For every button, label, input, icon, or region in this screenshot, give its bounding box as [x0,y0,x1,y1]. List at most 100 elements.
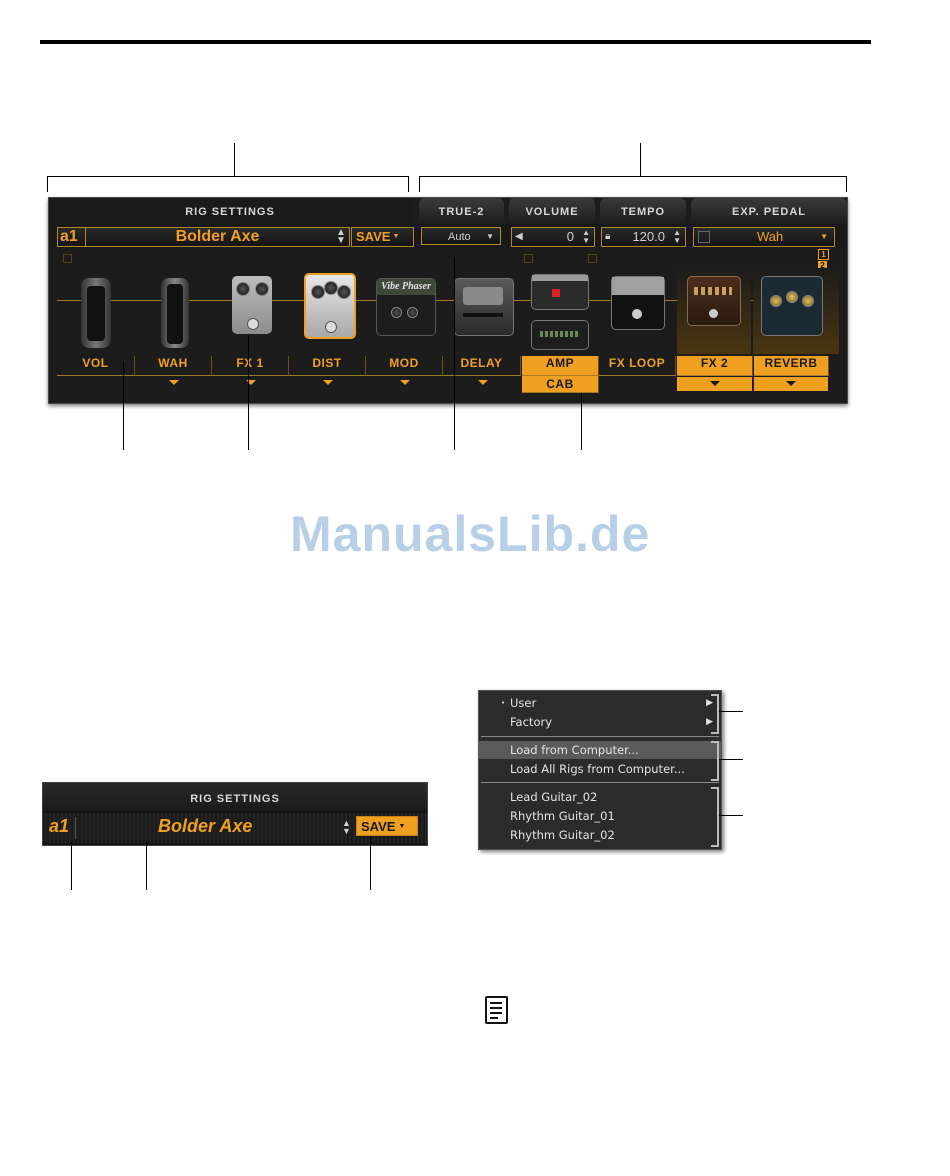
tab-tempo[interactable]: TEMPO [600,198,686,224]
slot-dist[interactable]: DIST [289,356,366,376]
chevron-down-icon [709,381,720,386]
rig-name-detail[interactable]: Bolder Axe [158,816,253,836]
slot-fx2[interactable]: FX 2 [677,356,753,376]
bypass-indicator[interactable] [63,254,72,263]
dist-pedal[interactable] [304,273,356,339]
delay-model-dropdown-icon[interactable] [478,380,488,385]
callout-line [370,836,371,890]
delay-slider [463,313,503,317]
volume-stepper-icon[interactable]: ▲▼ [582,228,590,245]
slot-fx-loop[interactable]: FX LOOP [599,356,676,376]
fx-loop-top [612,277,664,295]
pedal-2-indicator[interactable]: 2 [818,261,827,270]
rig-slot-detail[interactable]: a1 [49,816,70,836]
knob-icon [786,291,798,303]
note-icon [485,996,508,1024]
watermark: ManualsLib.de [290,506,651,562]
reverb-pedal[interactable] [761,276,823,336]
wah-pedal-footplate [167,284,183,344]
bracket-global-settings [419,176,847,177]
menu-item-rig[interactable]: Rhythm Guitar_02 [510,828,615,842]
slot-cab[interactable]: CAB [522,376,599,393]
callout-line [123,362,124,450]
amp-model[interactable] [531,274,589,310]
tempo-field[interactable]: 🔒︎ 120.0 ▲▼ [601,227,686,247]
menu-item-factory[interactable]: Factory▶ [479,713,721,731]
fx1-pedal[interactable] [232,276,272,334]
bracket [711,787,719,847]
rig-slot[interactable]: a1 [57,227,87,247]
bracket-rig-settings [47,176,409,177]
menu-item-label: User [510,696,537,710]
fx1-model-dropdown-icon[interactable] [246,380,256,385]
divider [75,817,76,839]
fx2-pedal[interactable] [687,276,741,326]
bracket [711,694,719,734]
knob-icon [324,281,338,295]
signal-wire [57,300,839,301]
menu-item-rig[interactable]: Rhythm Guitar_01 [510,809,615,823]
volume-value: 0 [566,229,574,244]
fx-loop-unit[interactable] [611,276,665,330]
volume-field[interactable]: ◀ 0 ▲▼ [511,227,595,247]
menu-item-load-all-rigs[interactable]: Load All Rigs from Computer... [510,762,685,776]
callout-line [719,815,743,816]
exp-pedal-checkbox[interactable] [698,231,710,243]
rig-name-field[interactable]: Bolder Axe [85,227,350,247]
tab-true2[interactable]: TRUE-2 [419,198,504,224]
exp-pedal-dropdown[interactable]: Wah ▼ [693,227,835,247]
wah-pedal[interactable] [161,278,189,348]
slot-mod[interactable]: MOD [366,356,443,376]
callout-line [248,335,249,450]
bracket-tick [47,176,48,192]
cab-grille [540,331,580,337]
bracket-tick [846,176,847,192]
callout-line [719,759,743,760]
reverb-model-dropdown[interactable] [754,377,828,391]
rig-panel: RIG SETTINGS TRUE-2 VOLUME TEMPO EXP. PE… [48,197,848,404]
callout-line [454,257,455,450]
slot-reverb[interactable]: REVERB [754,356,829,376]
slot-fx1[interactable]: FX 1 [212,356,289,376]
bypass-indicator[interactable] [588,254,597,263]
slot-vol[interactable]: VOL [57,356,135,376]
slot-delay[interactable]: DELAY [443,356,521,376]
tempo-stepper-icon[interactable]: ▲▼ [673,228,681,245]
slot-amp[interactable]: AMP [522,356,599,376]
rig-settings-detail-header: RIG SETTINGS [43,783,427,811]
save-button[interactable]: SAVE▼ [351,227,414,247]
submenu-arrow-icon: ▶ [706,698,713,708]
slot-wah[interactable]: WAH [135,356,212,376]
tape-reel-icon [463,287,503,305]
save-button-detail[interactable]: SAVE▼ [356,816,418,836]
signal-chain: Vibe Phaser [49,258,847,354]
menu-item-load-from-computer[interactable]: Load from Computer... [479,741,721,759]
knob-icon [255,282,269,296]
mod-pedal[interactable]: Vibe Phaser [376,278,436,336]
footswitch-icon [632,309,642,319]
bracket-tick [408,176,409,192]
callout-line [234,143,235,176]
exp-pedal-value: Wah [757,229,784,244]
cab-model[interactable] [531,320,589,350]
menu-item-user[interactable]: •User▶ [479,694,721,712]
wah-model-dropdown-icon[interactable] [169,380,179,385]
volume-pedal[interactable] [81,278,111,348]
rig-settings-row: a1 Bolder Axe ▲▼ SAVE▼ Auto▼ ◀ 0 ▲▼ 🔒︎ 1… [49,224,847,248]
tab-volume[interactable]: VOLUME [509,198,595,224]
fx2-model-dropdown[interactable] [677,377,752,391]
rig-name-stepper-icon[interactable]: ▲▼ [342,818,351,836]
speaker-icon: ◀ [515,231,523,242]
bypass-indicator[interactable] [524,254,533,263]
lock-icon[interactable]: 🔒︎ [605,231,611,242]
pedal-1-indicator[interactable]: 1 [818,249,829,260]
menu-item-rig[interactable]: Lead Guitar_02 [510,790,598,804]
true2-dropdown[interactable]: Auto▼ [421,227,501,245]
rig-name-stepper-icon[interactable]: ▲▼ [336,227,346,246]
dist-model-dropdown-icon[interactable] [323,380,333,385]
true2-value: Auto [448,231,471,243]
delay-pedal[interactable] [454,278,514,336]
mod-model-dropdown-icon[interactable] [400,380,410,385]
rig-settings-detail-panel: RIG SETTINGS a1 Bolder Axe ▲▼ SAVE▼ [42,782,428,846]
tab-exp-pedal[interactable]: EXP. PEDAL [691,198,847,224]
